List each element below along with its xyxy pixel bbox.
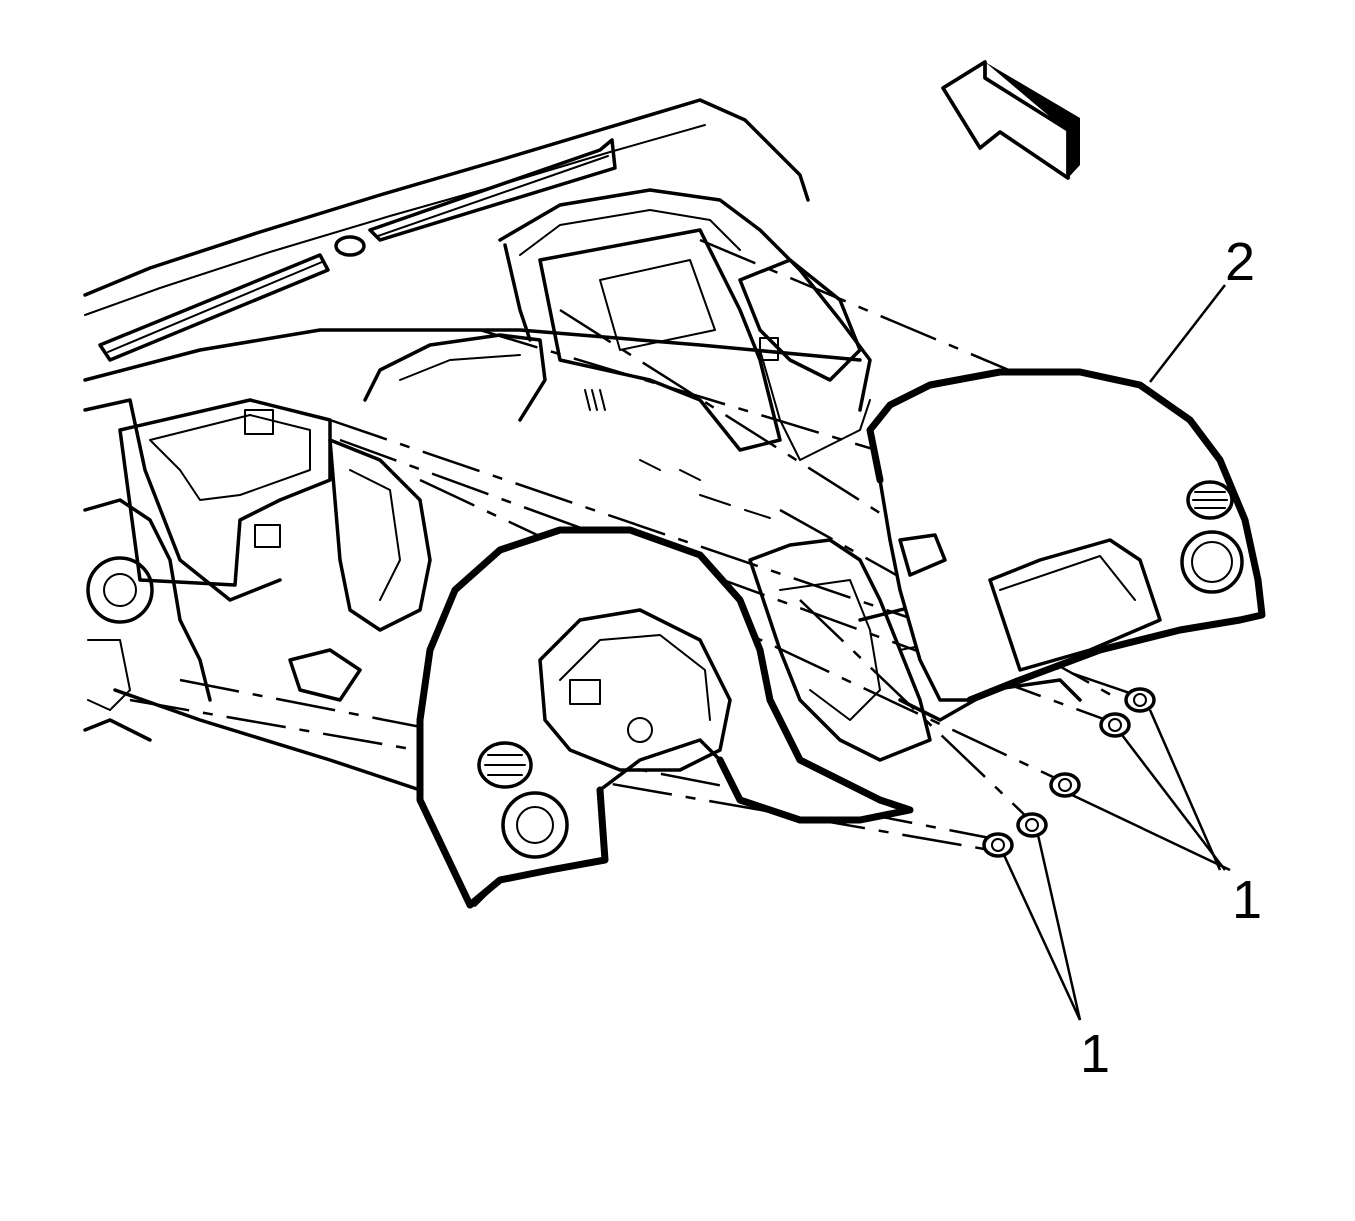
trim-panel-center xyxy=(416,526,914,909)
bolt-icon xyxy=(1124,687,1156,713)
bolt-icon xyxy=(1099,712,1131,738)
callout-1-right: 1 xyxy=(1232,870,1262,930)
bolt-icon xyxy=(1016,812,1048,838)
callout-2: 2 xyxy=(1225,232,1255,292)
instrument-panel-carrier xyxy=(83,98,1082,812)
bolt-icon xyxy=(982,832,1014,858)
trim-panel-right xyxy=(866,368,1266,704)
fasteners xyxy=(982,687,1156,858)
bolt-icon xyxy=(1049,772,1081,798)
front-direction-arrow-icon xyxy=(941,60,1080,180)
leader-lines xyxy=(1002,284,1231,1021)
callout-1-lower: 1 xyxy=(1080,1024,1110,1084)
